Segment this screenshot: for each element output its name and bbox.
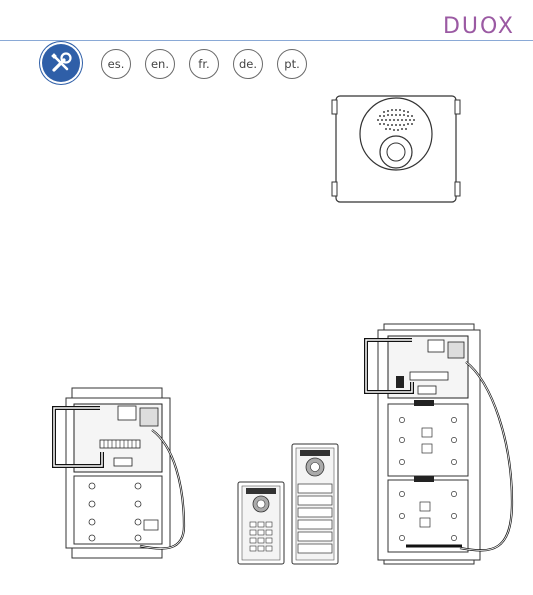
- brand-logo: DUOX: [443, 14, 515, 39]
- lang-de-button[interactable]: de.: [233, 49, 263, 79]
- lang-es-button[interactable]: es.: [101, 49, 131, 79]
- front-panels-illustration: [236, 442, 346, 568]
- lang-en-button[interactable]: en.: [145, 49, 175, 79]
- panel-wiring-diagram-small: [44, 386, 194, 561]
- tools-icon[interactable]: [42, 44, 80, 82]
- language-selector: es. en. fr. de. pt.: [101, 49, 307, 79]
- lang-fr-button[interactable]: fr.: [189, 49, 219, 79]
- header-divider: [0, 40, 533, 41]
- lang-pt-button[interactable]: pt.: [277, 49, 307, 79]
- camera-module-illustration: [328, 94, 464, 204]
- panel-wiring-diagram-tall: [362, 322, 522, 566]
